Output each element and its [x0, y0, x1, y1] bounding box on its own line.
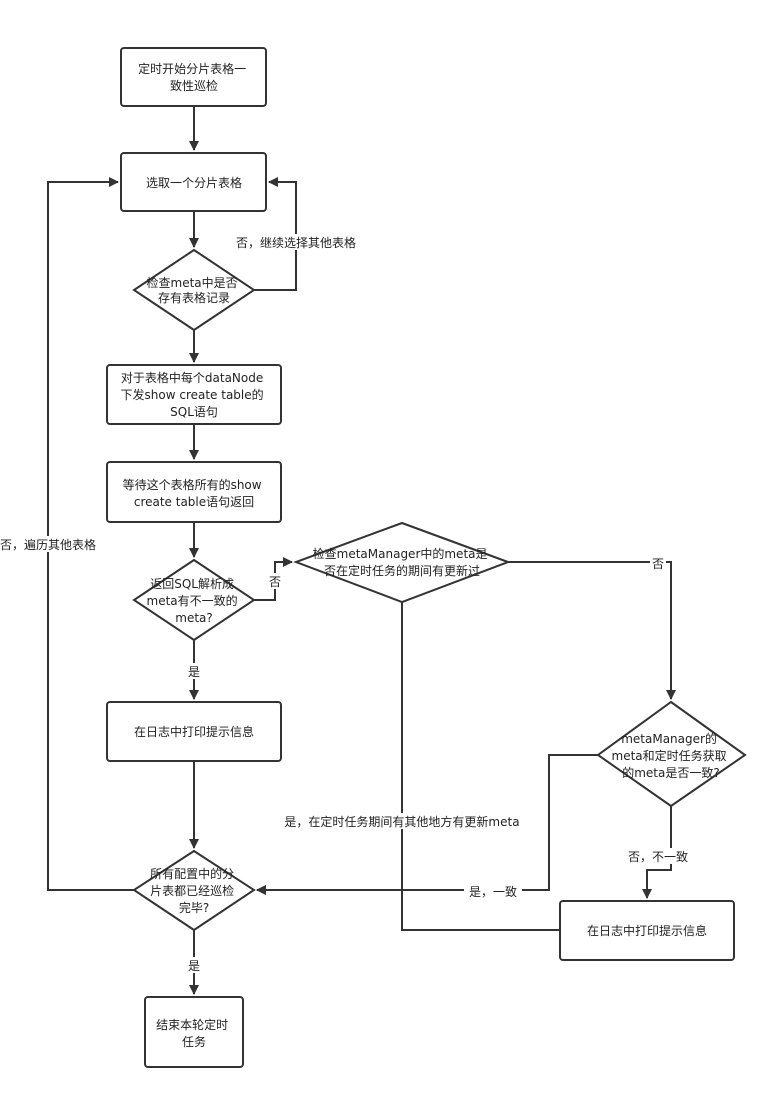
node-compare-meta-label: metaManager的 meta和定时任务获取 的meta是否一致? — [612, 731, 731, 780]
label-parse-yes: 是 — [188, 665, 200, 679]
node-start: 定时开始分片表格一 致性巡检 — [120, 47, 267, 107]
node-parse-check: 返回SQL解析成 meta有不一致的 meta? — [132, 558, 256, 642]
edge-labels: 否，继续选择其他表格 否，遍历其他表格 否 是 否 是，在定时任务期间有其他地方… — [0, 234, 692, 973]
node-check-meta: 检查meta中是否 存有表格记录 — [132, 248, 256, 332]
node-wait-return: 等待这个表格所有的show create table语句返回 — [106, 461, 282, 523]
edge-logright-join — [401, 890, 560, 931]
label-alldone-yes: 是 — [188, 959, 200, 973]
node-send-sql: 对于表格中每个dataNode 下发show create table的 SQL… — [106, 364, 282, 425]
label-no-continue: 否，继续选择其他表格 — [236, 235, 356, 250]
edge-manager-no — [508, 561, 676, 700]
node-select-table: 选取一个分片表格 — [120, 152, 267, 212]
label-no-traverse: 否，遍历其他表格 — [0, 537, 96, 552]
node-check-manager: 检查metaManager中的meta是 否在定时任务的期间有更新过 — [293, 521, 511, 604]
label-yes-updated: 是，在定时任务期间有其他地方有更新meta — [284, 814, 519, 829]
node-check-manager-label: 检查metaManager中的meta是 否在定时任务的期间有更新过 — [313, 546, 492, 578]
node-all-done: 所有配置中的分 片表都已经巡检 完毕? — [132, 849, 256, 932]
edge-compare-no — [642, 806, 672, 899]
node-log-info-right-label: 在日志中打印提示信息 — [587, 923, 707, 938]
label-no-inconsistent: 否，不一致 — [628, 850, 688, 864]
node-start-label: 定时开始分片表格一 致性巡检 — [138, 61, 250, 93]
node-compare-meta: metaManager的 meta和定时任务获取 的meta是否一致? — [596, 700, 747, 808]
label-parse-no: 否 — [269, 575, 281, 589]
node-log-info-left: 在日志中打印提示信息 — [106, 701, 282, 762]
node-end: 结束本轮定时 任务 — [144, 996, 244, 1068]
node-log-info-left-label: 在日志中打印提示信息 — [134, 724, 254, 739]
node-wait-return-label: 等待这个表格所有的show create table语句返回 — [123, 477, 266, 509]
node-parse-check-label: 返回SQL解析成 meta有不一致的 meta? — [147, 577, 242, 625]
node-select-table-label: 选取一个分片表格 — [146, 175, 242, 190]
label-yes-consistent: 是，一致 — [469, 885, 517, 899]
edges — [47, 107, 676, 995]
node-all-done-label: 所有配置中的分 片表都已经巡检 完毕? — [150, 866, 238, 915]
node-check-meta-label: 检查meta中是否 存有表格记录 — [147, 275, 242, 305]
node-send-sql-label: 对于表格中每个dataNode 下发show create table的 SQL… — [121, 370, 268, 419]
node-log-info-right: 在日志中打印提示信息 — [559, 900, 735, 961]
node-end-label: 结束本轮定时 任务 — [156, 1017, 232, 1049]
label-manager-no: 否 — [652, 557, 664, 571]
